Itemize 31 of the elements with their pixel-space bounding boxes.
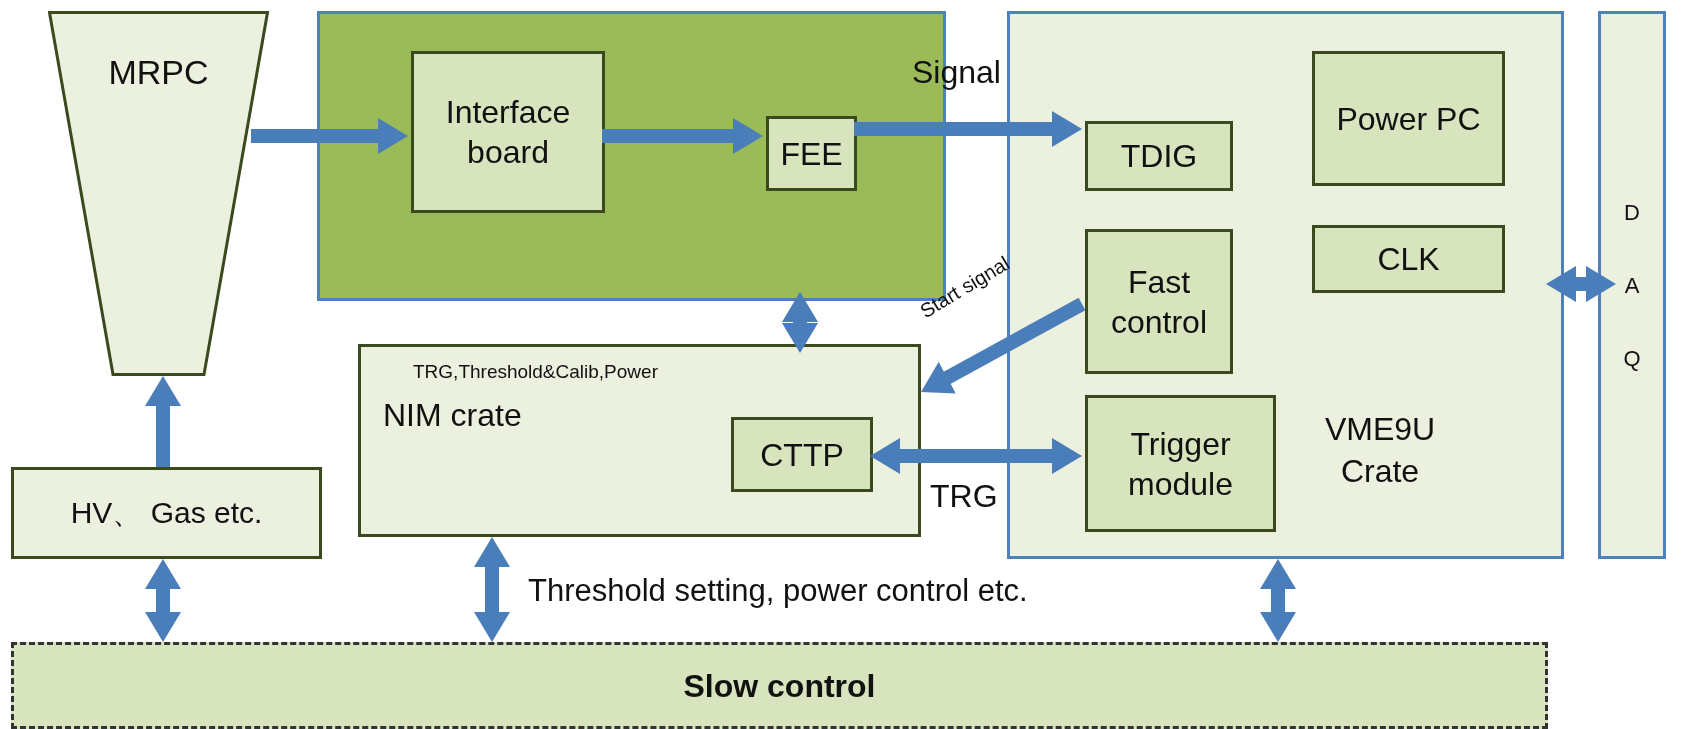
module-box: TDIG <box>1085 121 1233 191</box>
crate-label: NIM crate <box>383 397 522 434</box>
block-arrow <box>1546 266 1616 302</box>
block-arrow <box>251 118 408 154</box>
module-box: CTTP <box>731 417 873 492</box>
vertical-label: DAQ <box>1623 198 1641 373</box>
module-box: FEE <box>766 116 857 191</box>
module-box: Trigger module <box>1085 395 1276 532</box>
module-box: CLK <box>1312 225 1505 293</box>
detector-label: MRPC <box>107 53 210 92</box>
function-list-text: TRG,Threshold&Calib,Power <box>413 361 658 383</box>
note-text: Threshold setting, power control etc. <box>528 573 1028 609</box>
block-arrow <box>921 297 1086 394</box>
block-arrow <box>854 111 1082 147</box>
supply-box: HV、 Gas etc. <box>11 467 322 559</box>
edge-label: TRG <box>930 478 998 515</box>
block-arrow <box>145 559 181 642</box>
daq-box <box>1598 11 1666 559</box>
block-arrow <box>1260 559 1296 642</box>
crate-label: VME9U Crate <box>1323 410 1437 491</box>
block-arrow <box>474 537 510 642</box>
block-arrow <box>145 376 181 467</box>
block-arrow <box>602 118 763 154</box>
module-box: Interface board <box>411 51 605 213</box>
crate-box <box>358 344 921 537</box>
block-arrow <box>870 438 1082 474</box>
module-box: Fast control <box>1085 229 1233 374</box>
module-box: Power PC <box>1312 51 1505 186</box>
block-arrow <box>782 292 818 353</box>
control-band: Slow control <box>11 642 1548 729</box>
detector-trapezoid <box>48 11 269 376</box>
